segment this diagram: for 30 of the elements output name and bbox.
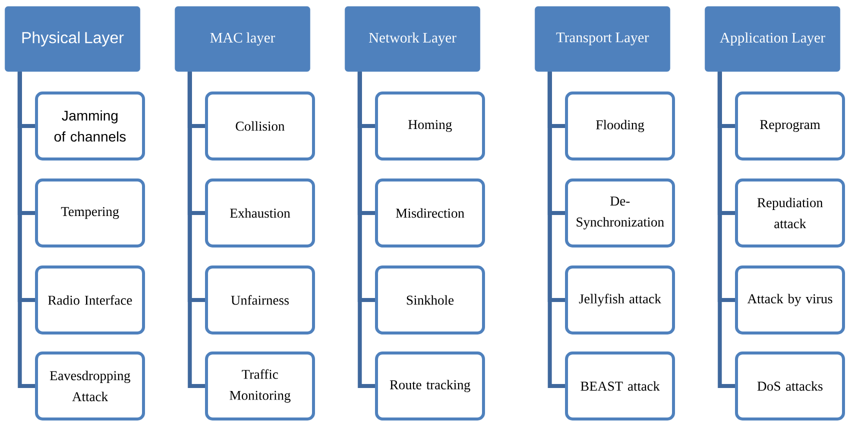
attack-box: Tempering [35, 178, 145, 248]
attack-box: Misdirection [375, 178, 485, 248]
connector-line [18, 72, 36, 388]
attack-box: Reprogram [735, 92, 845, 160]
connector-line [188, 72, 205, 388]
attack-box: Repudiation attack [735, 178, 845, 248]
attack-box: BEAST attack [565, 352, 675, 420]
connector-line [548, 72, 565, 388]
attack-box: Traffic Monitoring [205, 352, 315, 420]
layer-header-box: MAC layer [174, 6, 310, 72]
layer-header-box: Transport Layer [534, 6, 670, 72]
layer-header-box: Physical Layer [4, 6, 140, 72]
attack-box: Exhaustion [205, 178, 315, 248]
attack-box: Unfairness [205, 266, 315, 334]
layer-header-box: Application Layer [704, 6, 840, 72]
attack-box: Homing [375, 92, 485, 160]
attack-box: DoS attacks [735, 352, 845, 420]
attack-box: Sinkhole [375, 266, 485, 334]
connector-line [718, 72, 735, 388]
attack-box: Jellyfish attack [565, 266, 675, 334]
attack-box: De-Synchronization [565, 178, 675, 248]
attack-box: Route tracking [375, 352, 485, 420]
attack-box: Radio Interface [35, 266, 145, 334]
connector-line [358, 72, 375, 388]
attack-box: Flooding [565, 92, 675, 160]
layer-header-box: Network Layer [344, 6, 480, 72]
attack-box: Collision [205, 92, 315, 160]
attack-box: Eavesdropping Attack [35, 352, 145, 420]
attack-box: Jamming of channels [35, 92, 145, 160]
attack-box: Attack by virus [735, 266, 845, 334]
